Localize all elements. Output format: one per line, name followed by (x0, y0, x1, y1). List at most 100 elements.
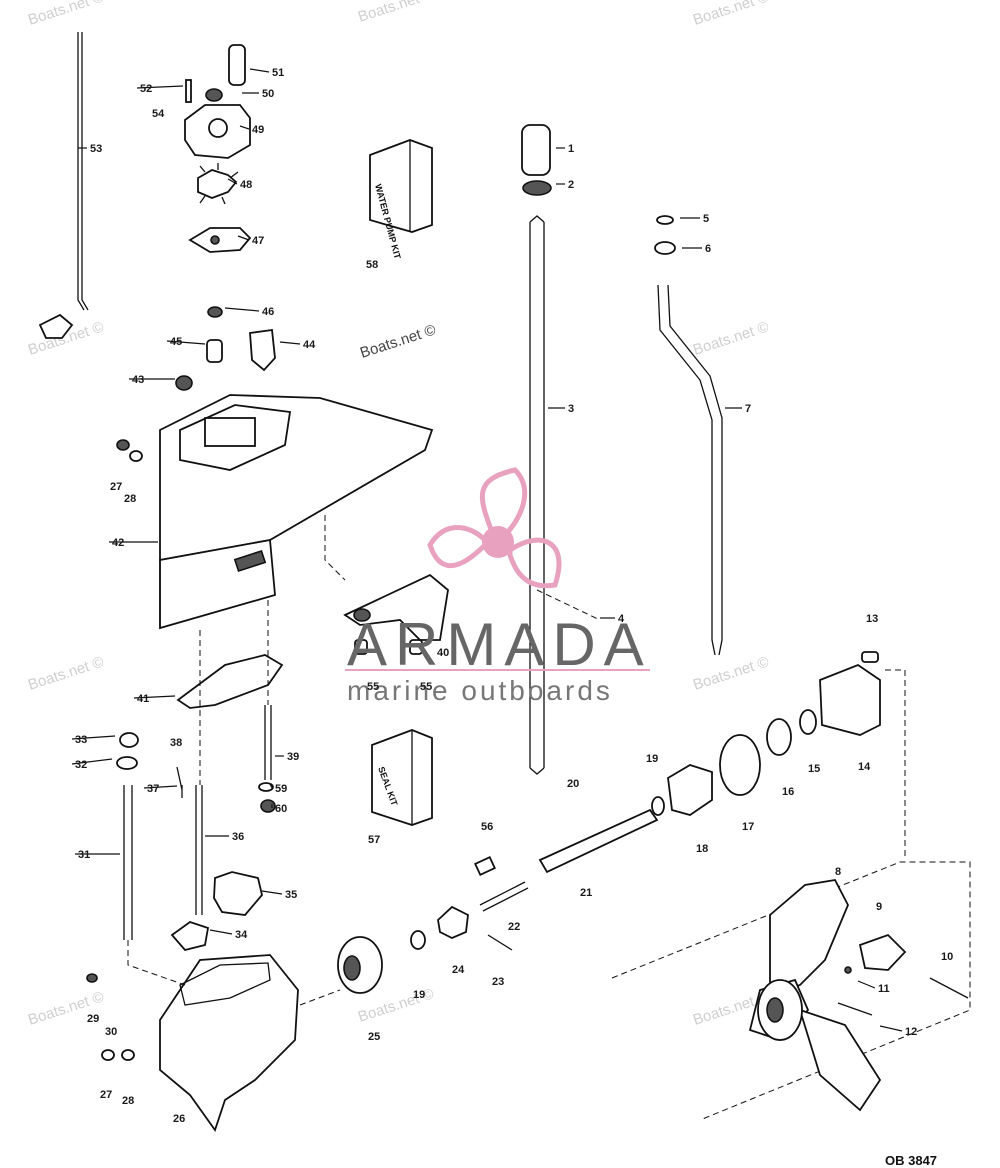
propeller-logo-icon (427, 467, 562, 589)
watermark-text: Boats.net © (26, 653, 106, 693)
plate-40 (343, 573, 449, 655)
part-number-label: 22 (508, 921, 520, 933)
part-number-label: 39 (287, 751, 299, 763)
leader-line (269, 783, 273, 789)
part-number-label: 9 (876, 901, 882, 913)
part-number-label: 28 (122, 1095, 134, 1107)
part-number-label: 38 (170, 737, 182, 749)
part-number-label: 46 (262, 306, 274, 318)
leader-line (71, 735, 116, 740)
water-pump-parts (175, 44, 276, 391)
part-number-label: 53 (90, 143, 102, 155)
part-number-label: 25 (368, 1031, 380, 1043)
part-number-label: 51 (272, 67, 284, 79)
part-number-label: 1 (568, 143, 574, 155)
part-number-label: 40 (437, 647, 449, 659)
leader-line (239, 125, 250, 130)
watermark-text: Boats.net © (691, 0, 771, 29)
part-number-label: 29 (87, 1013, 99, 1025)
part-number-label: 27 (100, 1089, 112, 1101)
part-number-label: 15 (808, 763, 820, 775)
lower-shift-parts (116, 705, 276, 952)
leader-line (143, 785, 178, 789)
leader-line (224, 307, 260, 312)
part-number-label: 18 (696, 843, 708, 855)
part-number-label: 59 (275, 783, 287, 795)
part-number-label: 50 (262, 88, 274, 100)
part-number-label: 55 (367, 681, 379, 693)
part-number-label: 31 (78, 849, 90, 861)
prop-shaft-gears (337, 651, 881, 994)
drawing-code: OB 3847 (885, 1153, 937, 1168)
part-number-label: 37 (147, 783, 159, 795)
leader-line (249, 68, 270, 73)
part-number-label: 36 (232, 831, 244, 843)
leader-line (133, 695, 176, 699)
part-number-label: 3 (568, 403, 574, 415)
part-number-label: 44 (303, 339, 316, 351)
part-number-label: 5 (703, 213, 709, 225)
part-number-label: 47 (252, 235, 264, 247)
watermark-text: Boats.net © (356, 0, 436, 26)
part-labels: 1234567891011121314151617181919202122232… (71, 67, 953, 1125)
watermark-text: Boats.net © (358, 321, 438, 361)
leader-line (879, 1025, 903, 1032)
part-number-label: 57 (368, 834, 380, 846)
part-number-label: 8 (835, 866, 841, 878)
part-number-label: 56 (481, 821, 493, 833)
watermark-text: Boats.net © (691, 653, 771, 693)
leader-line (209, 929, 233, 935)
part-number-label: 19 (646, 753, 658, 765)
part-number-label: 20 (567, 778, 579, 790)
part-number-label: 32 (75, 759, 87, 771)
water-pump-kit-box: WATER PUMP KIT (369, 139, 433, 261)
part-number-label: 49 (252, 124, 264, 136)
part-number-label: 52 (140, 83, 152, 95)
part-number-label: 35 (285, 889, 297, 901)
gasket-41 (176, 654, 284, 709)
shift-rod-53 (38, 32, 89, 339)
gearcase-26 (86, 954, 299, 1132)
part-number-label: 58 (366, 259, 378, 271)
leader-line (71, 758, 113, 765)
part-number-label: 16 (782, 786, 794, 798)
brand-tagline: marine outboards (347, 675, 613, 706)
brand-name: ARMADA (347, 611, 652, 678)
part-number-label: 14 (858, 761, 871, 773)
part-number-label: 21 (580, 887, 592, 899)
part-number-label: 30 (105, 1026, 117, 1038)
propeller-group (611, 861, 971, 1121)
leader-line (279, 341, 301, 345)
part-number-label: 28 (124, 493, 136, 505)
part-number-label: 54 (152, 108, 165, 120)
part-number-label: 19 (413, 989, 425, 1001)
part-number-label: 24 (452, 964, 465, 976)
leader-line (227, 178, 238, 185)
part-number-label: 34 (235, 929, 248, 941)
leader-line (166, 340, 206, 345)
part-number-label: 60 (275, 803, 287, 815)
leader-line (136, 85, 184, 89)
seal-kit-box: SEAL KIT (371, 729, 433, 826)
armada-logo: ARMADA marine outboards (345, 467, 652, 706)
part-number-label: 11 (878, 983, 890, 995)
watermark-text: Boats.net © (691, 318, 771, 358)
part-number-label: 13 (866, 613, 878, 625)
leader-line (261, 890, 283, 895)
part-number-label: 26 (173, 1113, 185, 1125)
part-number-label: 2 (568, 179, 574, 191)
drive-shaft-housing-42 (116, 394, 434, 630)
leader-line (237, 235, 250, 241)
part-number-label: 23 (492, 976, 504, 988)
part-number-label: 33 (75, 734, 87, 746)
part-number-label: 43 (132, 374, 144, 386)
assembly-lines (127, 515, 906, 1006)
part-number-label: 6 (705, 243, 711, 255)
leader-line (857, 980, 876, 989)
part-number-label: 42 (112, 537, 124, 549)
part-number-label: 17 (742, 821, 754, 833)
part-number-label: 48 (240, 179, 252, 191)
part-number-label: 27 (110, 481, 122, 493)
part-number-label: 55 (420, 681, 432, 693)
